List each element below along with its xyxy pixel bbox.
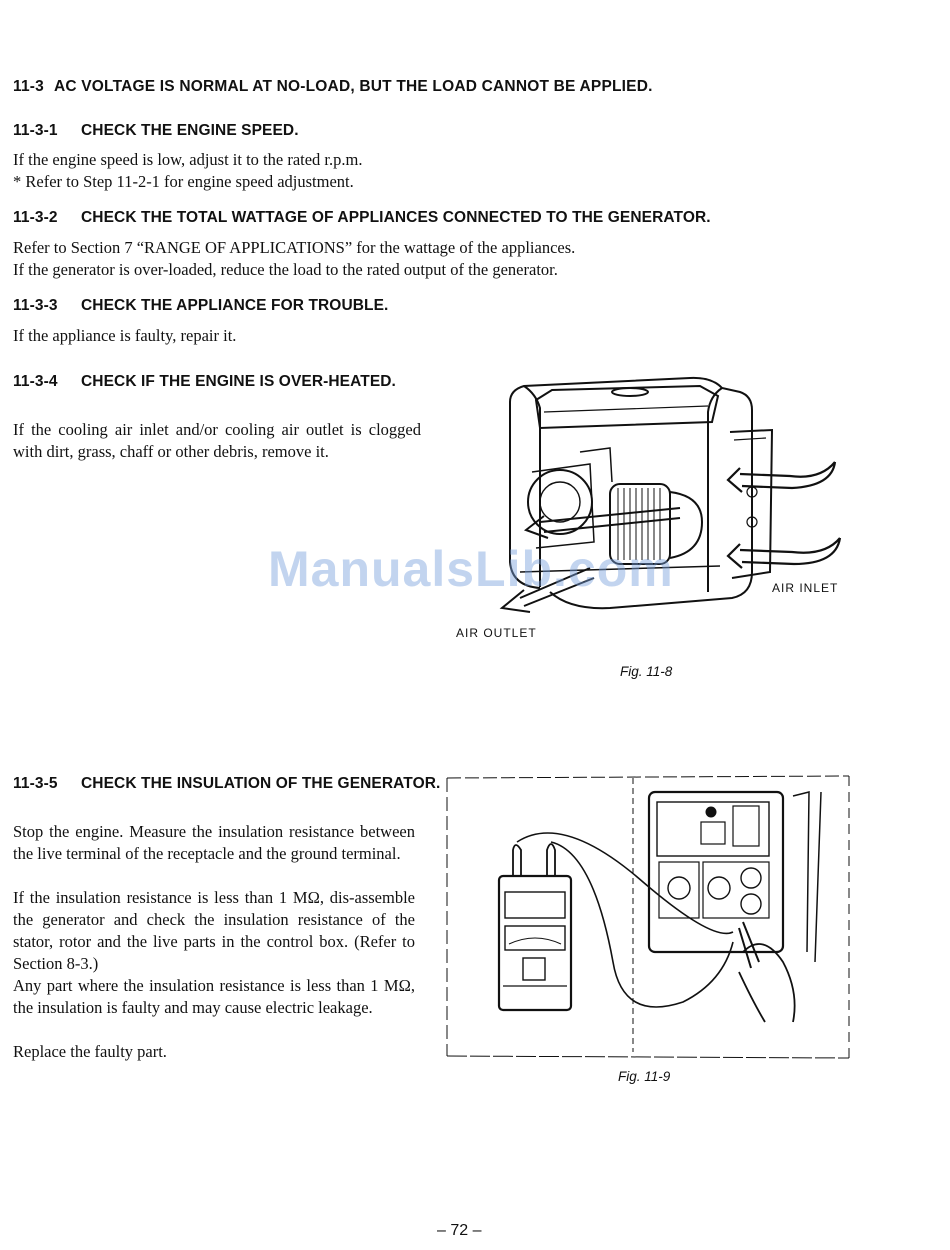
paragraph: Stop the engine. Measure the insulation … [13,822,415,863]
section-title: CHECK THE ENGINE SPEED. [81,122,299,139]
figure-caption: Fig. 11-8 [620,664,673,679]
section-number: 11-3-2 [13,209,58,226]
section-number: 11-3-1 [13,122,58,139]
section-11-3-3-heading: 11-3-3 CHECK THE APPLIANCE FOR TROUBLE. [13,297,388,315]
paragraph: If the cooling air inlet and/or cooling … [13,420,421,461]
section-title: AC VOLTAGE IS NORMAL AT NO-LOAD, BUT THE… [53,78,653,95]
section-11-3-heading: 11-3 AC VOLTAGE IS NORMAL AT NO-LOAD, BUT… [13,78,653,96]
paragraph: If the engine speed is low, adjust it to… [13,150,363,169]
section-title: CHECK THE TOTAL WATTAGE OF APPLIANCES CO… [81,209,711,226]
section-11-3-4-heading: 11-3-4 CHECK IF THE ENGINE IS OVER-HEATED… [13,370,489,393]
section-number: 11-3-3 [13,297,58,314]
section-number: 11-3-4 [13,373,58,390]
section-number: 11-3-5 [13,775,58,792]
section-title: CHECK THE APPLIANCE FOR TROUBLE. [81,297,389,314]
watermark: ManualsLib.com [268,541,674,597]
air-inlet-label: AIR INLET [772,581,839,595]
paragraph: Replace the faulty part. [13,1042,167,1061]
insulation-test-illustration [446,775,850,1059]
paragraph: If the generator is over-loaded, reduce … [13,260,558,279]
section-title: CHECK IF THE ENGINE IS OVER-HEATED. [81,373,396,390]
paragraph: If the insulation resistance is less tha… [13,888,415,973]
section-title: CHECK THE INSULATION OF THE GENERATOR. [81,775,441,792]
section-11-3-2-heading: 11-3-2 CHECK THE TOTAL WATTAGE OF APPLIAN… [13,209,711,227]
paragraph: If the appliance is faulty, repair it. [13,326,237,345]
section-11-3-1-heading: 11-3-1 CHECK THE ENGINE SPEED. [13,122,299,140]
air-outlet-label: AIR OUTLET [456,626,537,640]
paragraph: Refer to Section 7 “RANGE OF APPLICATION… [13,238,576,257]
paragraph: Any part where the insulation resistance… [13,976,415,1017]
page-number: – 72 – [437,1222,482,1239]
figure-caption: Fig. 11-9 [618,1069,671,1084]
paragraph: * Refer to Step 11-2-1 for engine speed … [13,172,354,191]
section-11-3-5-heading: 11-3-5 CHECK THE INSULATION OF THE GENERA… [13,772,483,795]
section-number: 11-3 [13,78,44,95]
generator-airflow-illustration [499,376,842,613]
